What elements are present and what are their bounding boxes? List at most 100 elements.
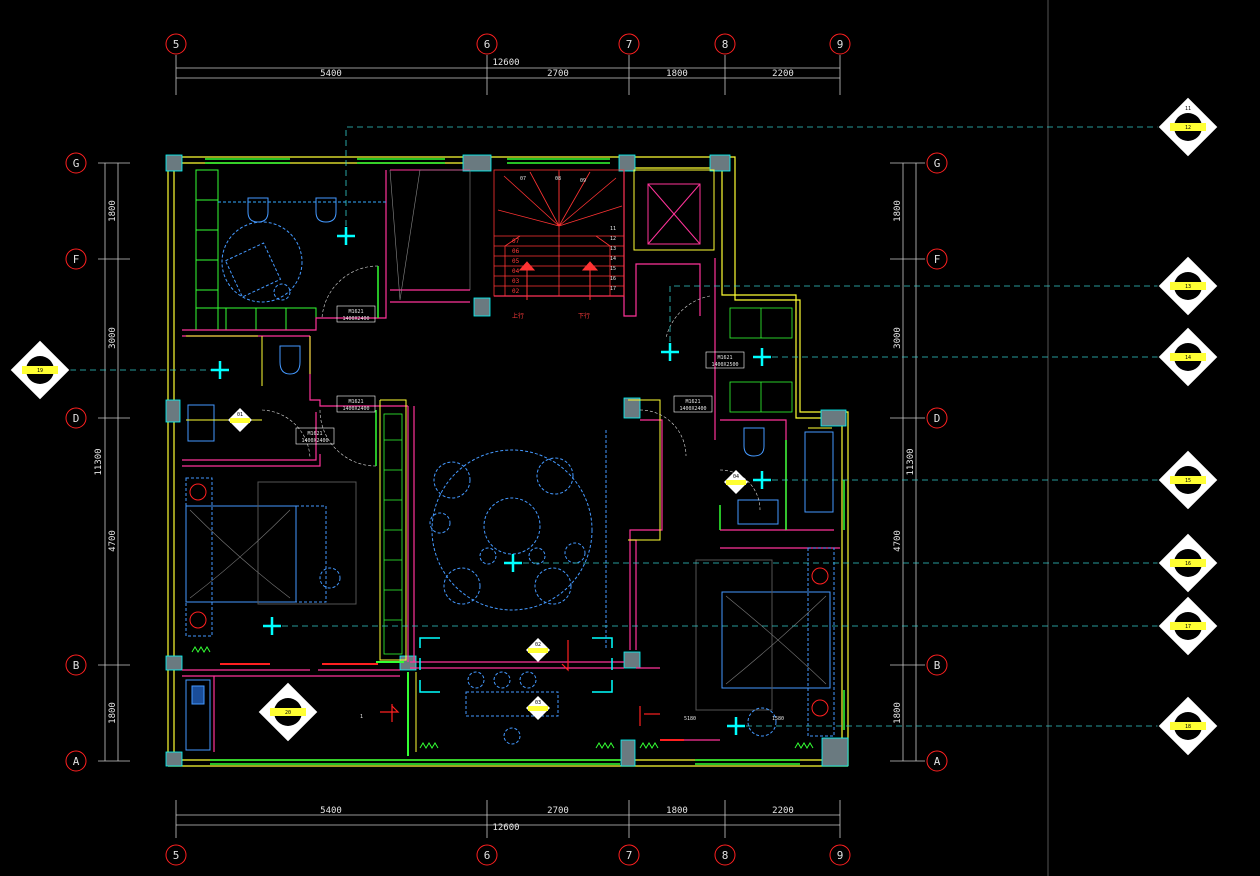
index-symbols: 11 12 13 14 15 16 [9, 96, 1219, 757]
svg-text:D: D [73, 412, 80, 425]
exterior-walls [167, 156, 849, 767]
bottom-dim-1: 5400 [320, 806, 342, 816]
svg-text:5180: 5180 [684, 716, 696, 722]
svg-text:A: A [73, 755, 80, 768]
svg-text:05: 05 [512, 258, 520, 265]
bathroom-right-glass [719, 440, 787, 530]
grid-bubble-bottom-8: 8 [714, 844, 736, 866]
bottom-total-dim: 12600 [492, 823, 519, 833]
svg-text:19: 19 [37, 368, 43, 374]
corridor-wardrobe [383, 413, 403, 655]
stair-up-label: 上行 [512, 312, 524, 320]
svg-text:7: 7 [626, 38, 633, 51]
grid-bubble-right-B: B [926, 654, 948, 676]
door-tag-1: M1621 1400X2400 [336, 305, 376, 323]
plus-marker [753, 348, 771, 366]
door-tag-3: M1621 1400X2400 [295, 427, 335, 445]
bedroom-left-bed [185, 477, 357, 637]
grid-bubble-top-7: 7 [618, 33, 640, 55]
svg-text:G: G [934, 157, 941, 170]
plus-marker [337, 227, 355, 245]
bottom-dimension [175, 800, 841, 838]
svg-text:14: 14 [1185, 355, 1191, 361]
bathroom-right [737, 427, 834, 525]
elevator-shaft [633, 169, 715, 251]
stair-numbers: 07 06 05 04 03 02 11 12 13 14 15 16 17 0… [512, 176, 616, 320]
left-dim-4: 1800 [108, 702, 118, 724]
svg-text:13: 13 [1185, 284, 1191, 290]
ceiling-markers [380, 640, 660, 726]
bedroom-right-bed [695, 547, 835, 737]
grid-bubble-left-A: A [65, 750, 87, 772]
svg-text:B: B [73, 659, 80, 672]
svg-text:11: 11 [610, 226, 616, 232]
grid-bubble-right-A: A [926, 750, 948, 772]
plus-marker [753, 471, 771, 489]
left-dim-2: 3000 [108, 327, 118, 349]
grid-bubble-top-9: 9 [829, 33, 851, 55]
left-total-dim: 11300 [94, 448, 104, 475]
top-dimension [175, 55, 841, 95]
dining-table [429, 449, 593, 611]
grid-bubble-bottom-7: 7 [618, 844, 640, 866]
left-dim-3: 4700 [108, 530, 118, 552]
plus-marker [661, 343, 679, 361]
svg-text:5: 5 [173, 38, 180, 51]
svg-text:G: G [73, 157, 80, 170]
svg-text:1400X2400: 1400X2400 [679, 406, 706, 412]
svg-text:12: 12 [1185, 125, 1191, 131]
stair-down-label: 下行 [578, 312, 590, 320]
furniture-bedroom-top-left [218, 201, 386, 303]
index-diamond-4: 15 [1157, 449, 1219, 511]
door-tag-2: M1621 1400X2400 [336, 395, 376, 413]
svg-text:A: A [934, 755, 941, 768]
svg-text:9: 9 [837, 38, 844, 51]
right-dim-3: 4700 [893, 530, 903, 552]
top-total-dim: 12600 [492, 58, 519, 68]
grid-bubble-right-G: G [926, 152, 948, 174]
svg-text:02: 02 [512, 288, 520, 295]
grid-bubble-bottom-9: 9 [829, 844, 851, 866]
staircase [493, 169, 625, 297]
callout-3: 03 [526, 696, 550, 720]
svg-text:D: D [934, 412, 941, 425]
bottom-dim-3: 1800 [666, 806, 688, 816]
svg-text:5: 5 [173, 849, 180, 862]
svg-text:7: 7 [626, 849, 633, 862]
svg-text:20: 20 [285, 710, 291, 716]
bottom-dim-4: 2200 [772, 806, 794, 816]
bottom-dim-2: 2700 [547, 806, 569, 816]
svg-text:03: 03 [512, 278, 520, 285]
callout-2: 02 [526, 638, 550, 662]
svg-text:8: 8 [722, 849, 729, 862]
index-diamond-7: 18 [1157, 695, 1219, 757]
svg-text:8: 8 [722, 38, 729, 51]
grid-bubble-top-6: 6 [476, 33, 498, 55]
svg-text:M1621: M1621 [717, 355, 732, 361]
index-diamond-1: 11 12 [1157, 96, 1219, 158]
svg-text:14: 14 [610, 256, 616, 262]
svg-text:F: F [73, 253, 80, 266]
grid-bubble-left-D: D [65, 407, 87, 429]
grid-bubble-top-5: 5 [165, 33, 187, 55]
living-furniture [465, 430, 607, 745]
index-diamond-6: 17 [1157, 595, 1219, 657]
right-dim-2: 3000 [893, 327, 903, 349]
right-dim-4: 1800 [893, 702, 903, 724]
entry-left [185, 679, 211, 751]
door-tag-4: M1621 1400X2400 [673, 395, 713, 413]
grid-bubbles: 5 6 7 8 9 5 6 7 8 9 G F D B A G F D B A [65, 33, 948, 866]
closet-top-left [195, 169, 317, 331]
svg-text:1400X2500: 1400X2500 [711, 362, 738, 368]
index-diamond-2: 13 [1157, 255, 1219, 317]
stair-arrows [518, 261, 599, 300]
svg-text:M1621: M1621 [307, 431, 322, 437]
plus-marker [727, 717, 745, 735]
grid-bubble-left-F: F [65, 248, 87, 270]
plus-markers [211, 227, 771, 735]
grid-bubble-top-8: 8 [714, 33, 736, 55]
svg-text:07: 07 [512, 238, 520, 245]
top-dim-1: 5400 [320, 69, 342, 79]
left-dim-1: 1800 [108, 200, 118, 222]
